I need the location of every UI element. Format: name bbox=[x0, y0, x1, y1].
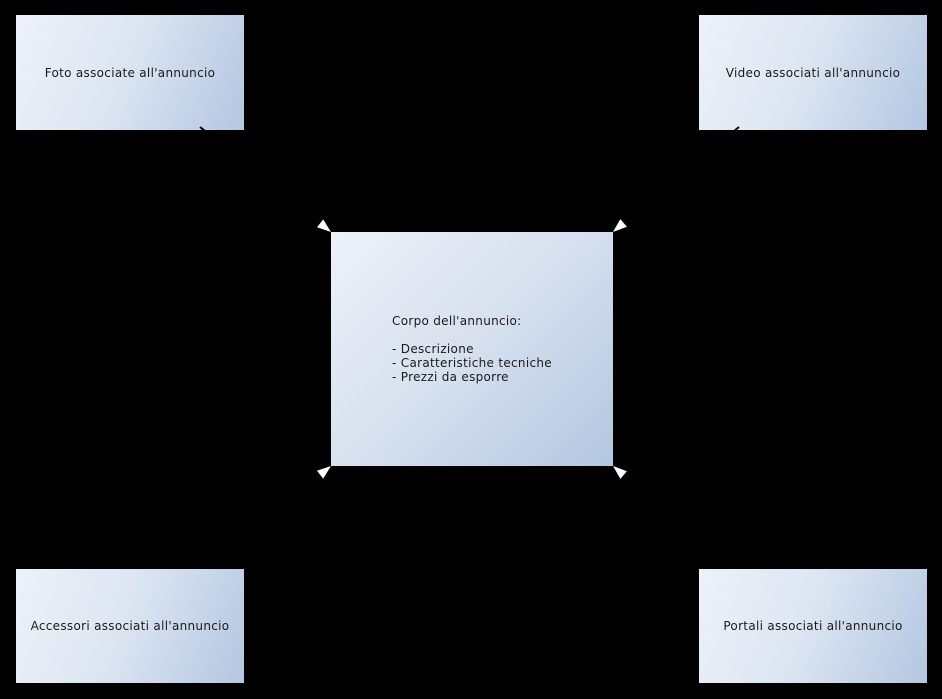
arrowhead-bottom-right-icon bbox=[613, 466, 627, 479]
node-foto: Foto associate all'annuncio bbox=[16, 15, 244, 130]
node-portali: Portali associati all'annuncio bbox=[699, 569, 927, 683]
arrowhead-top-right-icon bbox=[613, 219, 627, 232]
node-video: Video associati all'annuncio bbox=[699, 15, 927, 130]
blank-line bbox=[392, 328, 552, 342]
connector-line-bottom-right bbox=[614, 466, 740, 569]
node-portali-label: Portali associati all'annuncio bbox=[723, 619, 903, 633]
connector-line-top-right bbox=[614, 126, 740, 232]
node-video-label: Video associati all'annuncio bbox=[725, 65, 901, 80]
corpo-annuncio-text: Corpo dell'annuncio: - Descrizione - Car… bbox=[392, 314, 552, 384]
connector-line-bottom-left bbox=[199, 466, 330, 569]
corpo-annuncio-item: - Caratteristiche tecniche bbox=[392, 356, 552, 370]
corpo-annuncio-title: Corpo dell'annuncio: bbox=[392, 314, 522, 328]
node-foto-label: Foto associate all'annuncio bbox=[44, 65, 216, 80]
arrowhead-bottom-left-icon bbox=[316, 466, 331, 479]
node-accessori: Accessori associati all'annuncio bbox=[16, 569, 244, 683]
connector-line-top-left bbox=[199, 126, 330, 232]
arrowhead-top-left-icon bbox=[317, 219, 331, 232]
corpo-annuncio-item: - Descrizione bbox=[392, 342, 474, 356]
node-corpo-annuncio: Corpo dell'annuncio: - Descrizione - Car… bbox=[331, 232, 613, 466]
node-accessori-label: Accessori associati all'annuncio bbox=[30, 619, 230, 633]
corpo-annuncio-item: - Prezzi da esporre bbox=[392, 370, 509, 384]
